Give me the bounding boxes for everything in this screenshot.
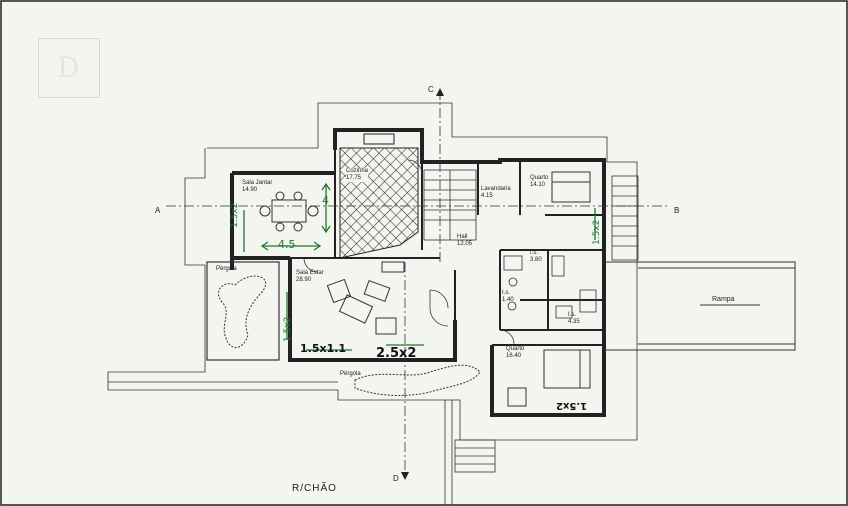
- room-area: 3.80: [530, 257, 542, 263]
- room-is-1: I.s. 3.80: [530, 250, 542, 264]
- room-area: 1.40: [502, 297, 514, 303]
- room-area: 16.40: [506, 353, 522, 359]
- kitchen-floor-hatch: [339, 147, 419, 259]
- stairs: [423, 169, 477, 241]
- right-steps: [611, 175, 639, 261]
- pergola-left-frame: [206, 261, 280, 361]
- watermark-logo: D: [38, 38, 100, 98]
- room-sala-jantar: Sala Jantar 14.90: [242, 180, 272, 194]
- room-name: Quarto: [530, 175, 549, 181]
- hw-estar-dim: 2.5x2: [376, 346, 417, 361]
- kitchen-counter: [363, 133, 395, 145]
- room-area: 4.35: [568, 319, 580, 325]
- room-pergola-left: Pérgola: [216, 266, 237, 273]
- room-name: Lavandaria: [481, 186, 511, 192]
- room-is-3: I.s. 4.35: [568, 312, 580, 326]
- pergola-bottom-plant: [354, 364, 481, 396]
- room-cozinha: Cozinha 17.75: [346, 168, 369, 182]
- room-pergola-bottom: Pérgola: [340, 371, 361, 378]
- hw-estar-side: 1.5x2: [283, 316, 293, 342]
- room-name: Sala Estar: [296, 270, 324, 276]
- section-b-label: B: [674, 206, 680, 215]
- room-name: Sala Jantar: [242, 180, 273, 186]
- interior-walls: [290, 150, 604, 346]
- bedroom-furniture: [507, 171, 591, 407]
- section-a-label: A: [155, 206, 161, 215]
- room-name: Pérgola: [216, 266, 237, 272]
- hw-quarto-bottom-dim: 1.5x2: [556, 400, 588, 411]
- room-area: 14.10: [530, 182, 546, 188]
- bathroom-fixtures: [503, 255, 597, 319]
- room-name: Cozinha: [346, 168, 369, 174]
- hw-jantar-depth: 4: [322, 194, 329, 207]
- floor-title: R/CHÃO: [292, 483, 337, 494]
- bottom-steps: [444, 400, 496, 505]
- room-area: 12.05: [457, 241, 473, 247]
- room-quarto-top: Quarto 14.10: [530, 175, 548, 189]
- room-name: I.s.: [502, 290, 511, 296]
- room-sala-estar: Sala Estar 28.90: [296, 270, 324, 284]
- ramp: [604, 261, 796, 351]
- hw-jantar-width: 4.5: [278, 238, 296, 251]
- room-area: 4.15: [481, 193, 493, 199]
- door-swings: [303, 159, 515, 345]
- ramp-label: Rampa: [712, 296, 735, 303]
- room-hall: Hall 12.05: [457, 234, 472, 248]
- ramp-name: Rampa: [712, 296, 735, 303]
- room-name: I.s.: [530, 250, 539, 256]
- dining-table: [259, 191, 319, 232]
- hw-quarto-top-dim: 1.5x2: [592, 219, 602, 245]
- section-d-label: D: [393, 474, 399, 483]
- hw-jantar-side: 1.5x2: [230, 202, 240, 228]
- room-area: 17.75: [346, 175, 362, 181]
- room-name: Pérgola: [340, 371, 361, 377]
- room-lavandaria: Lavandaria 4.15: [481, 186, 511, 200]
- section-arrows: [401, 88, 444, 480]
- living-furniture: [326, 261, 405, 335]
- room-name: Hall: [457, 234, 468, 240]
- room-area: 14.90: [242, 187, 258, 193]
- room-name: I.s.: [568, 312, 577, 318]
- watermark-logo-text: D: [57, 51, 80, 84]
- room-quarto-bottom: Quarto 16.40: [506, 346, 524, 360]
- room-area: 28.90: [296, 277, 312, 283]
- pergola-left-plant: [217, 275, 267, 348]
- section-c-label: C: [428, 85, 434, 94]
- site-outline: [107, 102, 638, 441]
- hw-estar-bottom: 1.5x1.1: [300, 342, 347, 355]
- building-walls: [230, 128, 606, 417]
- room-is-2: I.s. 1.40: [502, 290, 514, 304]
- section-lines: [166, 90, 668, 478]
- handwritten-dimension-arrows: [243, 182, 596, 351]
- room-name: Quarto: [506, 346, 525, 352]
